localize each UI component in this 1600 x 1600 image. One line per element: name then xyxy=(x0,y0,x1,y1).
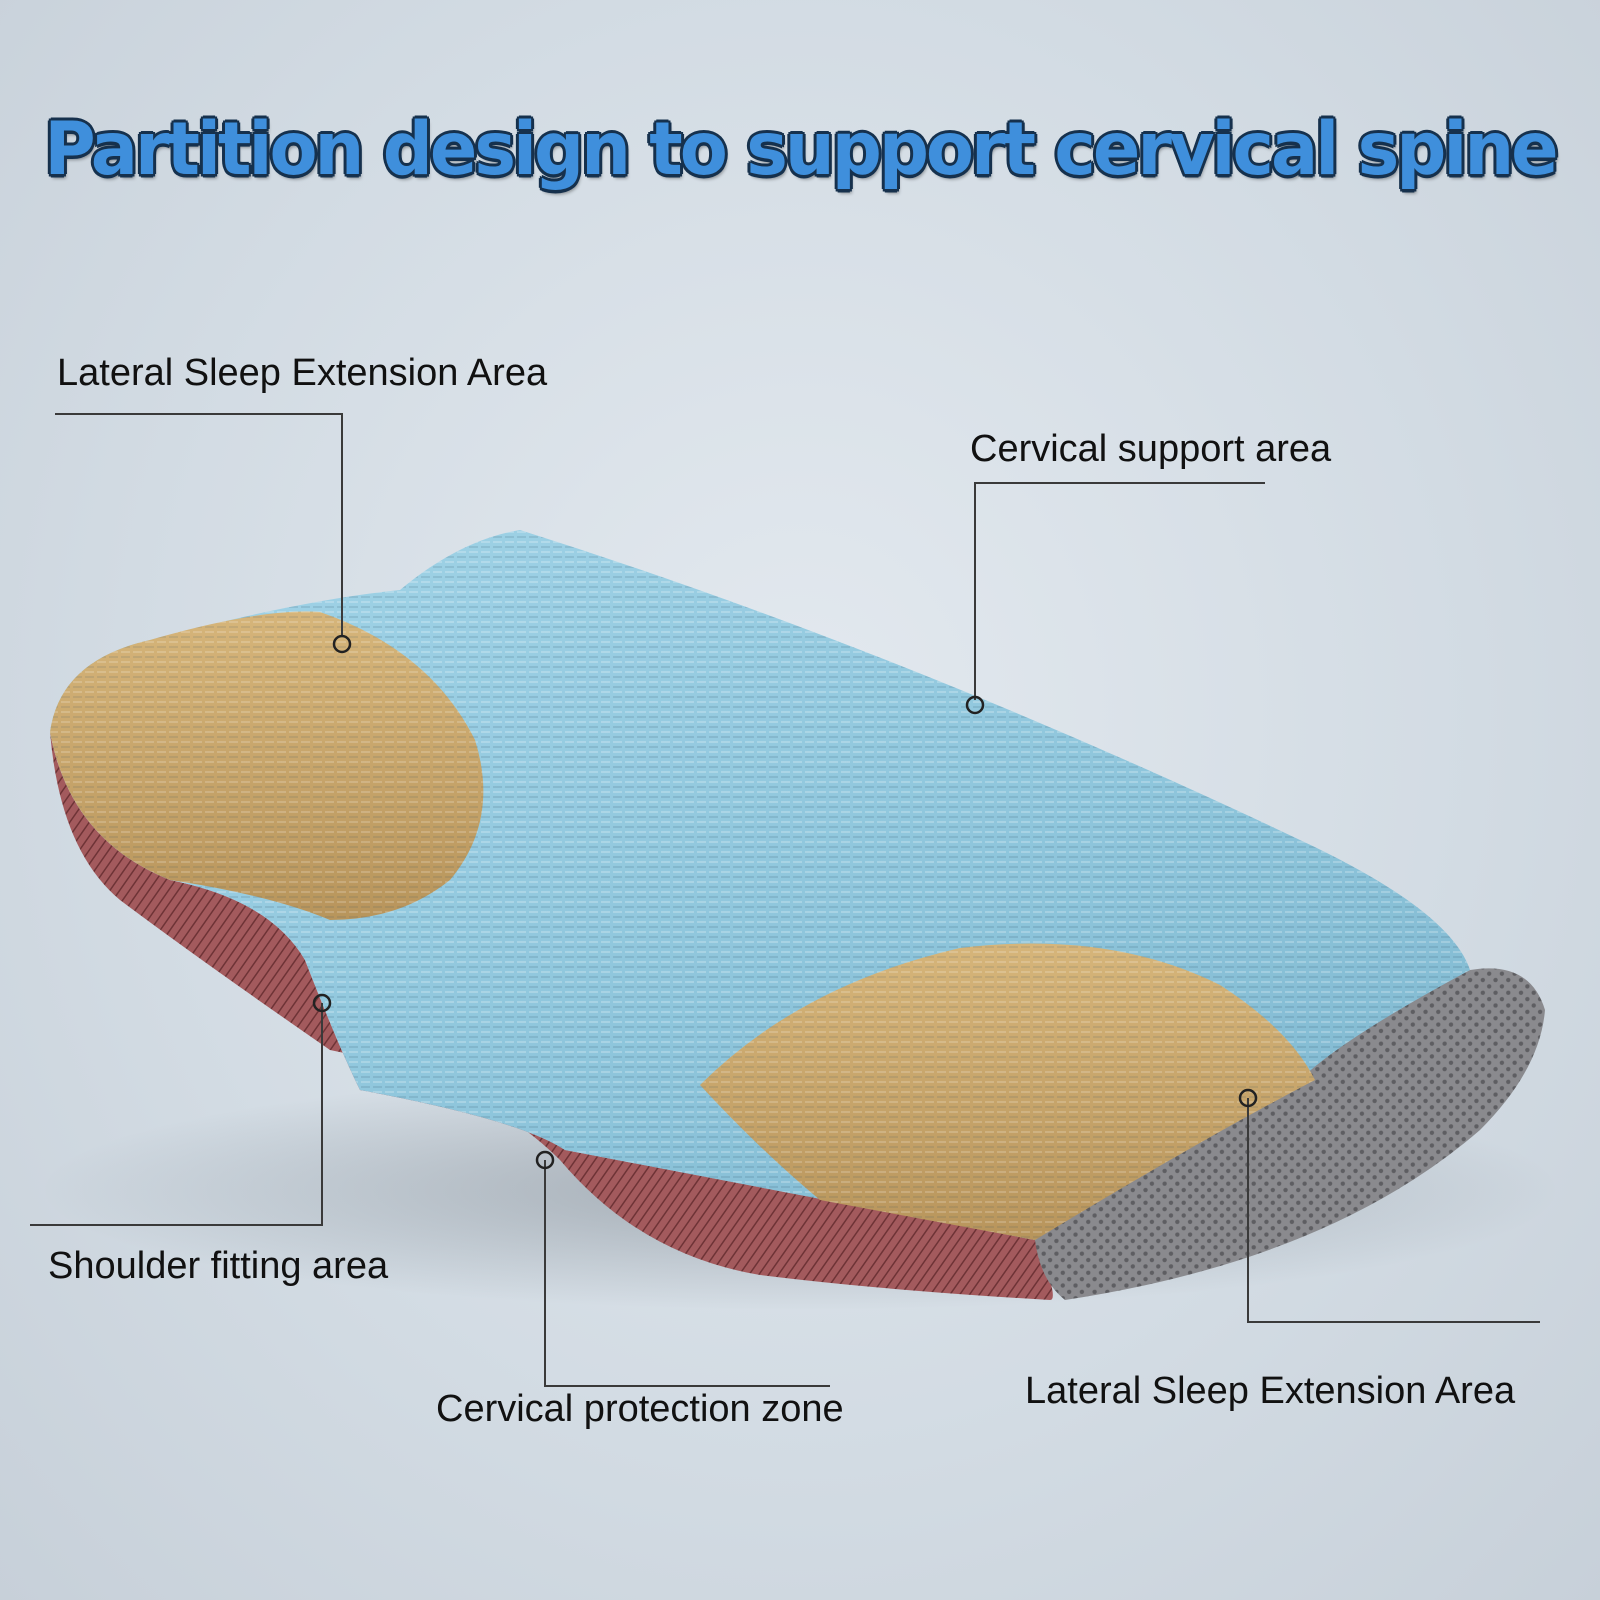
callout-dot-cervical-support xyxy=(965,695,985,715)
pillow-front-side xyxy=(50,732,1053,1300)
callout-line-lateral-right xyxy=(1247,1098,1540,1323)
left-panel-texture xyxy=(50,611,484,920)
page-title: Partition design to support cervical spi… xyxy=(44,105,1558,193)
callout-lines xyxy=(30,413,1540,1387)
label-shoulder-fitting: Shoulder fitting area xyxy=(48,1245,389,1287)
label-lateral-sleep-left: Lateral Sleep Extension Area xyxy=(57,352,548,394)
callout-dot-lateral-left xyxy=(332,634,352,654)
callout-dot-lateral-right xyxy=(1238,1088,1258,1108)
label-cervical-support: Cervical support area xyxy=(970,428,1332,470)
pillow-right-side xyxy=(1035,968,1545,1300)
right-panel-texture xyxy=(700,943,1315,1240)
callout-line-cervical-protection xyxy=(544,1160,830,1387)
label-lateral-sleep-right: Lateral Sleep Extension Area xyxy=(1025,1370,1516,1412)
callout-line-lateral-left xyxy=(55,413,343,636)
callout-dot-cervical-protection xyxy=(535,1150,555,1170)
callout-line-cervical-support xyxy=(974,482,1265,700)
callout-dots xyxy=(312,634,1258,1170)
label-cervical-protection: Cervical protection zone xyxy=(436,1388,844,1430)
callout-line-shoulder xyxy=(30,1003,323,1226)
callout-dot-shoulder xyxy=(312,993,332,1013)
